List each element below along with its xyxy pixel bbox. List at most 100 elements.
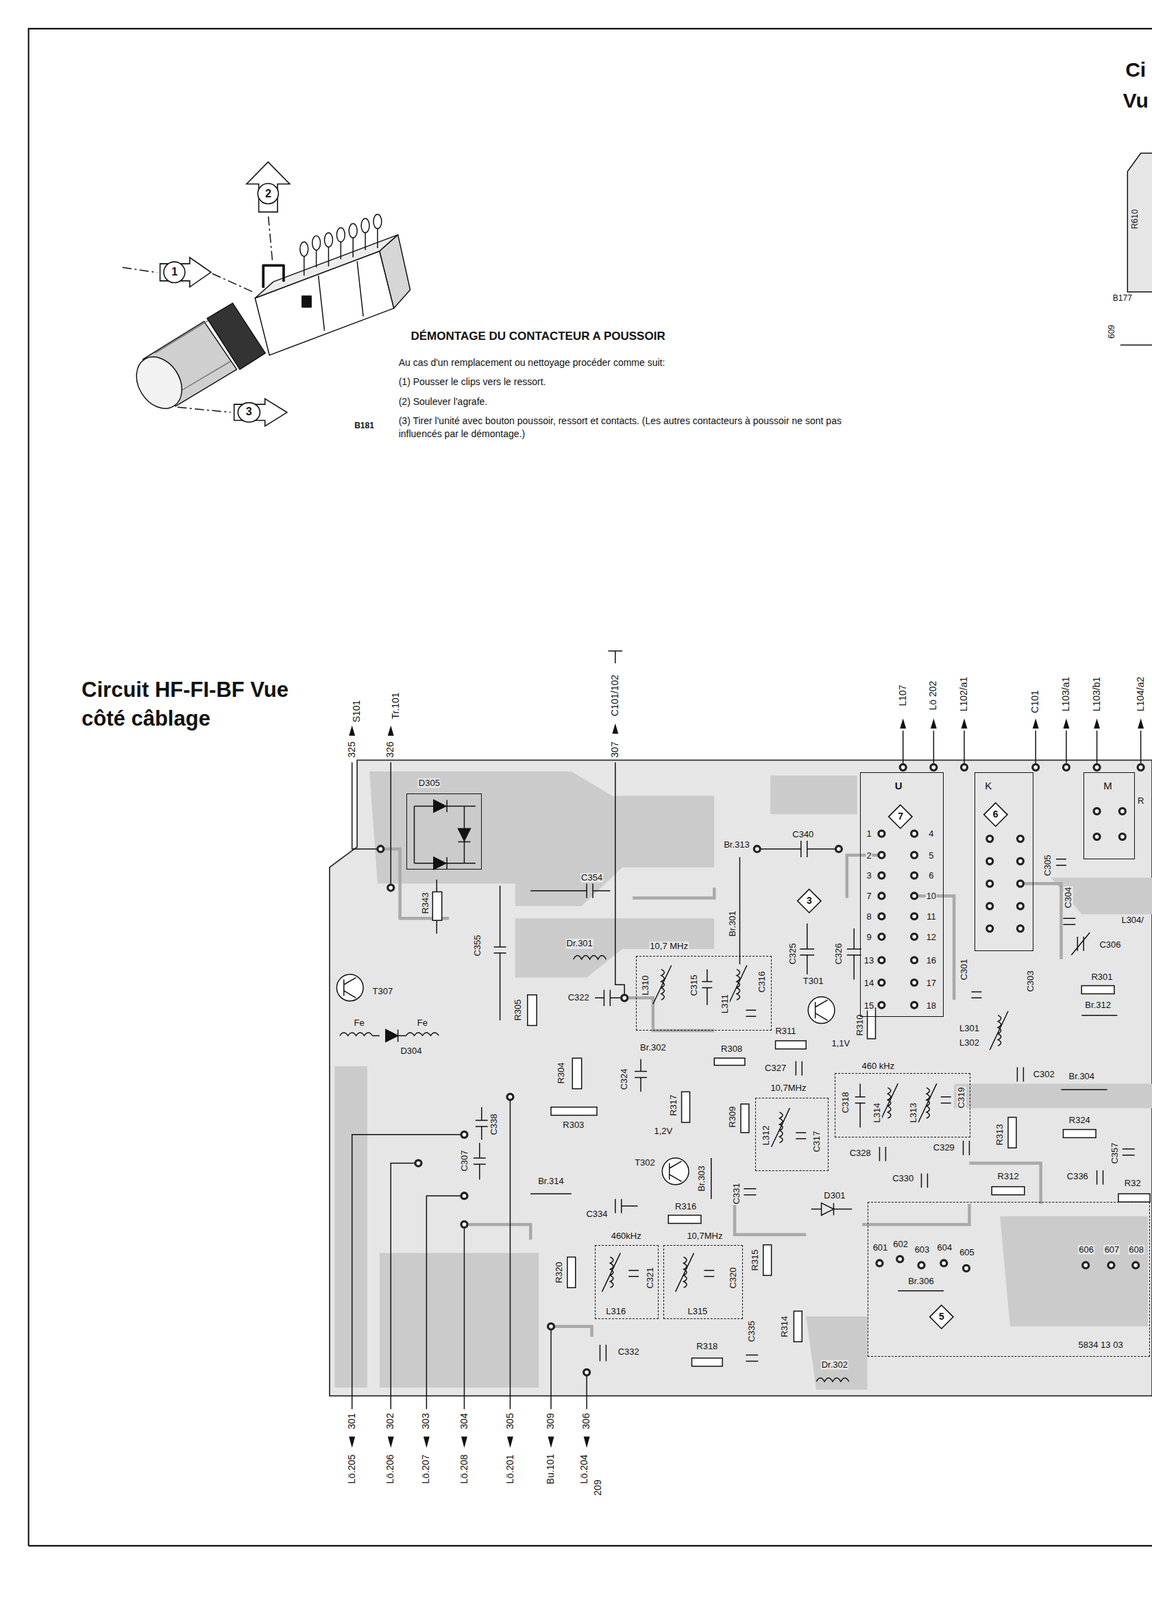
component-symbol <box>662 1158 689 1185</box>
component-symbol <box>867 1008 876 1039</box>
solder-pad <box>461 1221 468 1228</box>
push-switch-drawing <box>379 235 411 309</box>
instruction-text: (3) Tirer l'unité avec bouton poussoir, … <box>398 414 880 441</box>
copper-area <box>515 918 715 978</box>
pin-number: 8 <box>865 912 872 922</box>
push-switch-drawing <box>304 227 378 276</box>
component-symbol <box>793 1310 802 1342</box>
solder-pad <box>583 1369 591 1376</box>
component-symbol <box>675 1253 715 1293</box>
component-symbol <box>599 1345 606 1362</box>
pin-number: 10 <box>925 891 937 902</box>
rectifier-bridge-box: D305 <box>406 793 482 869</box>
solder-pad <box>878 830 885 837</box>
solder-pad <box>986 836 994 843</box>
callout-arrow <box>246 162 290 213</box>
page-heading: Circuit HF-FI-BF Vue côté câblage <box>81 675 315 734</box>
component-label: 10,7 MHz <box>648 941 689 952</box>
component-symbol <box>989 1011 1009 1051</box>
copper-trace <box>463 1224 531 1240</box>
component-label: D305 <box>418 778 441 789</box>
component-symbol <box>669 1161 682 1183</box>
wire-arrowhead <box>348 1437 590 1449</box>
component-label: C307 <box>459 1149 469 1173</box>
wire-label: 307 <box>609 741 621 759</box>
pad-number: 602 <box>892 1239 909 1250</box>
component-symbol <box>527 995 537 1026</box>
component-label: L301 <box>958 1023 980 1034</box>
solder-pad <box>1016 925 1024 933</box>
pad-number: 606 <box>1077 1244 1095 1255</box>
wire <box>607 651 623 664</box>
solder-pad <box>911 957 918 964</box>
solder-pad <box>1016 836 1024 843</box>
component-label: C331 <box>731 1182 742 1205</box>
solder-pad <box>961 764 968 771</box>
component-symbol <box>691 1358 723 1367</box>
component-label: R316 <box>674 1202 697 1212</box>
marker-diamond <box>888 805 913 829</box>
wire-number: 305 <box>505 1412 516 1430</box>
component-symbol <box>668 1215 702 1224</box>
partial-heading: Vu <box>1122 88 1150 112</box>
push-switch-drawing <box>122 214 411 418</box>
instruction-text: (2) Soulever l'agrafe. <box>398 396 489 408</box>
component-label: R320 <box>554 1260 565 1284</box>
pin-number: 4 <box>927 829 935 839</box>
marker-diamond <box>983 803 1007 827</box>
component-label: R315 <box>750 1248 761 1272</box>
figure-code: B177 <box>1112 294 1133 304</box>
wire-destination: Lö.201 <box>505 1454 516 1486</box>
component-label: R301 <box>1090 972 1113 983</box>
copper-area <box>999 1216 1148 1327</box>
component-symbol <box>739 857 741 965</box>
pin-number: 14 <box>863 978 875 989</box>
module-box: M <box>1083 772 1135 860</box>
solder-pad <box>415 1160 422 1167</box>
solder-pad <box>878 979 885 987</box>
component-symbol <box>775 1040 807 1050</box>
component-label: C330 <box>891 1173 915 1184</box>
component-label: C357 <box>1110 1141 1120 1165</box>
solder-pad <box>930 764 937 771</box>
wire-destination: Lö.208 <box>459 1454 470 1486</box>
solder-pad <box>1082 1262 1089 1269</box>
component-symbol <box>759 840 837 858</box>
pin-number: 12 <box>925 932 937 943</box>
solder-pad <box>1132 1262 1139 1269</box>
component-label: Fe <box>353 1018 366 1028</box>
component-symbol <box>494 886 507 1022</box>
component-symbol <box>615 1199 639 1214</box>
wire-label: L103/a1 <box>1060 675 1072 713</box>
component-symbol <box>1016 1067 1024 1083</box>
solder-pad <box>1032 764 1039 771</box>
component-label: L312 <box>761 1124 771 1146</box>
component-symbol <box>530 1193 572 1194</box>
component-label: L316 <box>605 1306 627 1317</box>
component-symbol <box>1062 918 1076 925</box>
push-switch-drawing <box>348 223 358 238</box>
wire <box>615 762 625 995</box>
instruction-text: (1) Pousser le clips vers le ressort. <box>398 377 547 388</box>
pin-number: 17 <box>925 978 937 989</box>
component-label: Br.304 <box>1068 1071 1096 1082</box>
component-symbol <box>398 1032 440 1036</box>
wire-arrowhead <box>348 723 619 737</box>
solder-pad <box>1093 834 1100 841</box>
component-label: C325 <box>788 942 798 966</box>
component-label: C336 <box>1066 1171 1089 1182</box>
solder-pad <box>1016 903 1024 910</box>
component-symbol <box>940 1097 952 1104</box>
component-symbol <box>1056 859 1067 866</box>
copper-trace <box>734 1183 806 1235</box>
copper-trace <box>969 1163 1041 1205</box>
coil-can-outline: 10,7 MHzL310C315L311C316 <box>635 956 772 1031</box>
copper-area <box>805 1316 867 1390</box>
component-symbol <box>799 923 815 975</box>
page-frame <box>28 28 1152 1547</box>
component-label: C335 <box>746 1320 757 1344</box>
solder-pad <box>899 764 906 771</box>
solder-pad <box>911 1001 918 1009</box>
solder-pad <box>878 851 885 859</box>
